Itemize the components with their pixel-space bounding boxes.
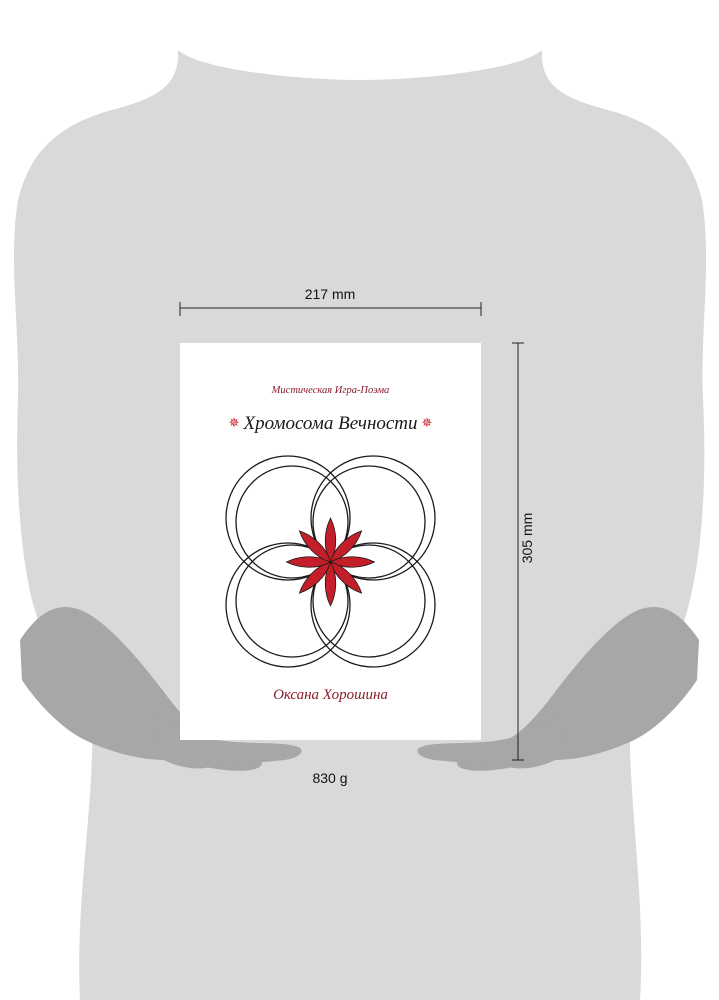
width-label: 217 mm <box>304 286 356 302</box>
left-arm <box>20 607 262 771</box>
petal <box>324 517 337 563</box>
star-ornament-right: ✵ <box>421 415 433 430</box>
flower-of-circles-emblem <box>225 455 436 668</box>
right-arm <box>457 607 699 771</box>
weight-label: 830 g <box>312 770 348 786</box>
ring-top-left-inner <box>235 465 349 579</box>
ring-top-right <box>310 455 436 581</box>
width-dimension-line <box>179 302 482 316</box>
petal <box>329 561 363 594</box>
ring-top-left <box>225 455 351 581</box>
ring-top-right-inner <box>312 465 426 579</box>
ring-bottom-left <box>225 542 351 668</box>
ring-bottom-right-inner <box>312 544 426 658</box>
left-hand <box>155 718 302 769</box>
star-ornament-left: ✵ <box>228 415 240 430</box>
book-subtitle: Мистическая Игра-Поэма <box>271 385 390 396</box>
book-title: Хромосома Вечности <box>243 413 418 434</box>
book-cover: Мистическая Игра-Поэма ✵Хромосома Вечнос… <box>180 343 481 740</box>
right-hand <box>417 718 564 769</box>
petal <box>285 556 332 568</box>
ring-bottom-left-inner <box>235 544 349 658</box>
petal <box>324 561 337 607</box>
height-label: 305 mm <box>519 512 535 564</box>
petal <box>298 530 332 563</box>
height-dimension-line <box>512 342 524 761</box>
ring-bottom-right <box>310 542 436 668</box>
petal <box>329 530 363 563</box>
neck-area <box>178 0 542 80</box>
book-author: Оксана Хорошина <box>273 687 388 703</box>
book-title-row: ✵Хромосома Вечности✵ <box>180 413 481 435</box>
petal <box>329 556 376 568</box>
petal-group <box>285 517 376 607</box>
petal <box>298 561 332 594</box>
